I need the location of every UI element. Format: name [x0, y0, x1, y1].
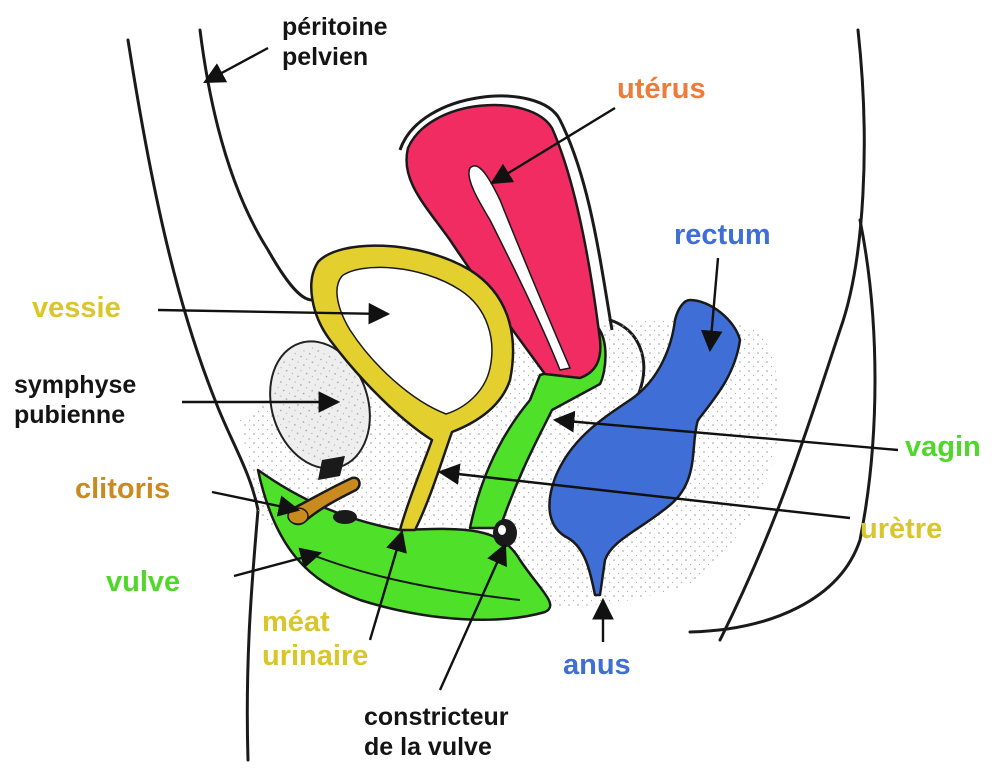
label-symphyse-line2: pubienne	[14, 400, 136, 430]
clitoris-tip	[288, 508, 308, 524]
label-meat-line2: urinaire	[262, 639, 368, 673]
label-meat-line1: méat	[262, 605, 368, 639]
label-constricteur-line1: constricteur	[364, 702, 508, 732]
label-peritoine-line1: péritoine	[282, 12, 388, 42]
label-meat: méat urinaire	[262, 605, 368, 673]
label-vagin: vagin	[905, 430, 981, 464]
label-vulve: vulve	[106, 565, 180, 599]
body-contour-left	[128, 40, 258, 760]
label-symphyse: symphyse pubienne	[14, 370, 136, 430]
constricteur-highlight	[498, 525, 506, 535]
label-constricteur: constricteur de la vulve	[364, 702, 508, 762]
label-uretre: urètre	[860, 512, 942, 546]
label-anus: anus	[563, 648, 631, 682]
vestibule-dark	[333, 510, 357, 524]
label-rectum: rectum	[674, 218, 771, 252]
label-peritoine-line2: pelvien	[282, 42, 388, 72]
label-clitoris: clitoris	[75, 472, 170, 506]
label-uterus: utérus	[617, 72, 706, 106]
label-peritoine: péritoine pelvien	[282, 12, 388, 72]
label-constricteur-line2: de la vulve	[364, 732, 508, 762]
arrow-peritoine	[205, 48, 268, 82]
label-vessie: vessie	[32, 291, 121, 325]
label-symphyse-line1: symphyse	[14, 370, 136, 400]
